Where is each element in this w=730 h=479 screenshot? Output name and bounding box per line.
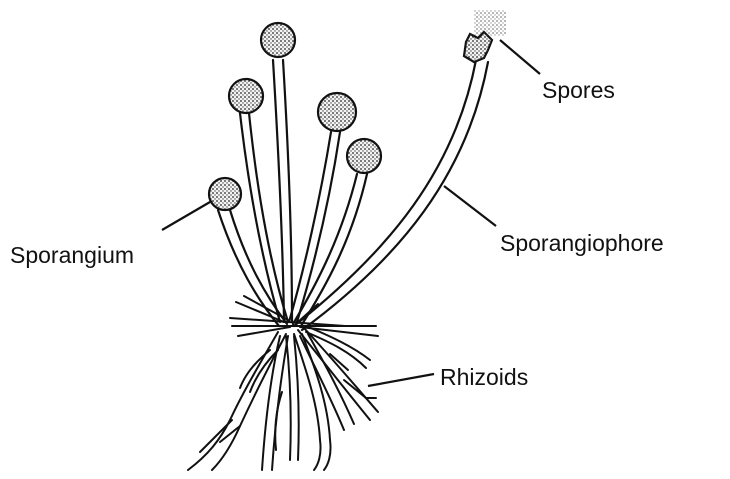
- rhizoids-leader: [368, 374, 434, 386]
- label-sporangiophore: Sporangiophore: [500, 230, 664, 256]
- stolon: [230, 296, 378, 336]
- label-sporangium: Sporangium: [10, 242, 134, 268]
- label-spores: Spores: [542, 77, 615, 103]
- sporangia: [209, 10, 506, 210]
- sporangium-leader: [162, 202, 210, 230]
- rhizoids: [188, 326, 378, 470]
- released-spores: [474, 10, 506, 36]
- label-rhizoids: Rhizoids: [440, 364, 528, 390]
- sporangiophore-leader: [444, 186, 496, 226]
- spores-leader: [500, 40, 540, 74]
